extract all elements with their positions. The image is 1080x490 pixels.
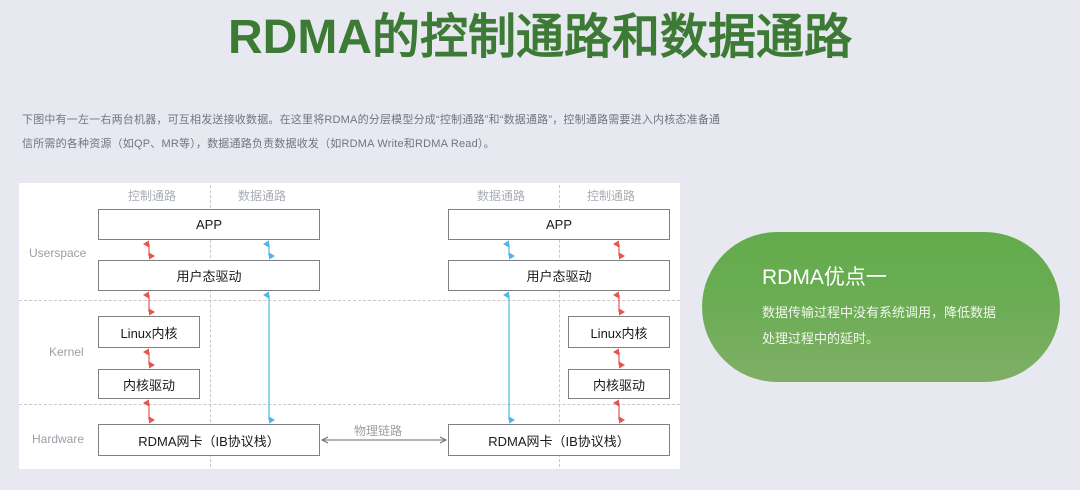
layer-label-hardware: Hardware: [32, 432, 85, 446]
layer-label-userspace: Userspace: [29, 246, 87, 260]
left-box-linux-kernel: Linux内核: [98, 316, 200, 348]
path-divider-right-machine: [559, 185, 560, 467]
left-box-rdma-nic: RDMA网卡（IB协议栈）: [98, 424, 320, 456]
right-box-user-driver: 用户态驱动: [448, 260, 670, 291]
layer-label-kernel: Kernel: [49, 345, 84, 359]
intro-paragraph: 下图中有一左一右两台机器，可互相发送接收数据。在这里将RDMA的分层模型分成“控…: [22, 114, 721, 150]
rdma-advantage-callout: RDMA优点一 数据传输过程中没有系统调用，降低数据处理过程中的延时。: [702, 232, 1060, 382]
right-box-rdma-nic: RDMA网卡（IB协议栈）: [448, 424, 670, 456]
path-divider-left-machine: [210, 185, 211, 467]
page-title: RDMA的控制通路和数据通路: [228, 11, 852, 64]
left-column-header-data: 数据通路: [238, 189, 287, 203]
layer-divider-kernel-hardware: [19, 404, 680, 405]
callout-body: 数据传输过程中没有系统调用，降低数据处理过程中的延时。: [762, 305, 997, 346]
left-box-user-driver: 用户态驱动: [98, 260, 320, 291]
physical-link-label: 物理链路: [354, 424, 403, 438]
left-column-header-control: 控制通路: [128, 189, 177, 203]
right-column-header-control: 控制通路: [587, 189, 636, 203]
right-box-kernel-driver: 内核驱动: [568, 369, 670, 399]
layer-divider-userspace-kernel: [19, 300, 680, 301]
callout-title: RDMA优点一: [762, 266, 887, 289]
left-box-kernel-driver: 内核驱动: [98, 369, 200, 399]
right-box-linux-kernel: Linux内核: [568, 316, 670, 348]
rdma-path-diagram: Userspace Kernel Hardware 控制通路 数据通路 数据通路…: [19, 183, 680, 469]
right-box-app: APP: [448, 209, 670, 240]
left-box-app: APP: [98, 209, 320, 240]
right-column-header-data: 数据通路: [477, 189, 526, 203]
